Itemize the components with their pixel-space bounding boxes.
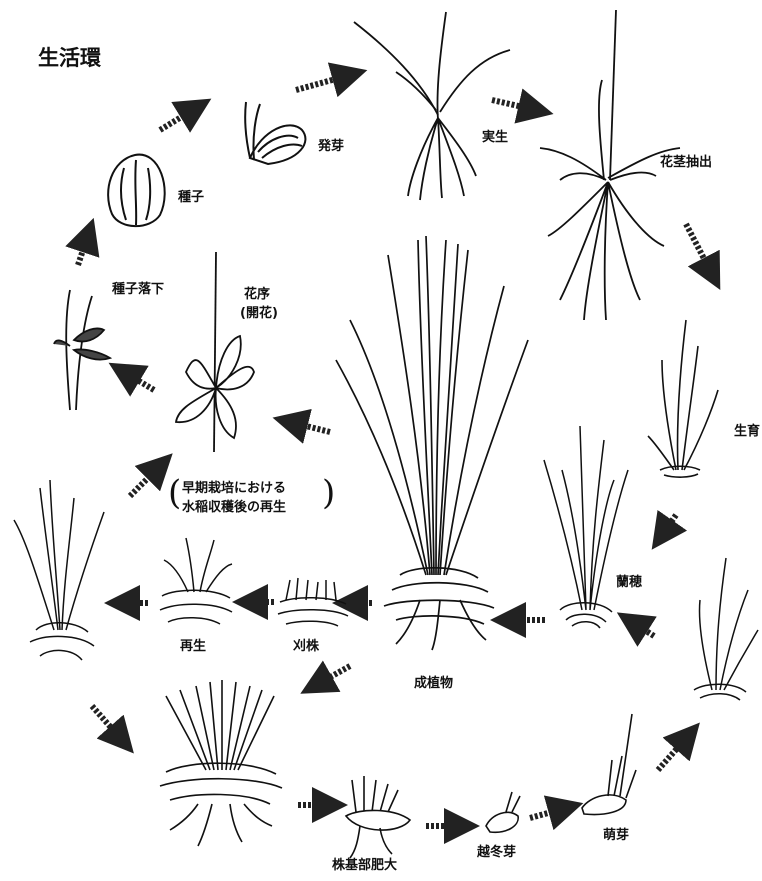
inflorescence-drawing: [176, 252, 254, 452]
label-flower-stalk: 花茎抽出: [660, 156, 712, 170]
arrow-sprout-stock-to-ear: [632, 622, 654, 636]
note-open-paren: (: [168, 476, 181, 510]
stock-plant-drawing: [14, 480, 104, 660]
arrow-growth-to-sprouting: [662, 515, 676, 535]
seed-fall-drawing: [54, 290, 110, 410]
arrow-stock-to-big-stock: [92, 706, 122, 740]
overwintering-bud-drawing: [486, 792, 520, 832]
label-seed: 種子: [178, 191, 204, 205]
label-inflorescence: 花序: [244, 288, 270, 302]
cycle-arrows: [78, 75, 712, 826]
arrow-inflorescence-to-seedfall: [124, 372, 154, 390]
label-germination: 発芽: [318, 140, 344, 154]
label-seed-fall: 種子落下: [112, 283, 164, 297]
sprouting-bud-drawing: [582, 714, 636, 814]
thickened-base-drawing: [346, 776, 410, 858]
note-ratoon: 早期栽培における 水稲収穫後の再生: [182, 480, 286, 518]
arrow-mature-to-thickening: [316, 666, 350, 685]
regrowth-drawing: [160, 538, 232, 624]
label-mature-plant: 成植物: [414, 677, 453, 691]
arrow-overwinter-to-sprout: [530, 808, 566, 818]
note-line-1: 早期栽培における: [182, 480, 286, 499]
label-growth: 生育: [734, 425, 760, 439]
label-regrowth: 再生: [180, 640, 206, 654]
seed-drawing: [108, 155, 165, 227]
arrow-germination-to-seedling: [296, 75, 350, 90]
flower-stalk-drawing: [540, 10, 680, 320]
ear-sprout-drawing: [544, 426, 628, 628]
sprouting-plant-drawing: [694, 558, 758, 700]
arrow-stock-to-inflorescence: [130, 466, 160, 496]
label-seedling: 実生: [482, 131, 508, 145]
large-stock-drawing: [160, 680, 282, 846]
growth-drawing: [648, 320, 718, 477]
note-close-paren: ): [322, 476, 335, 510]
seedling-drawing: [354, 12, 510, 200]
label-stock-base-thickening: 株基部肥大: [332, 859, 397, 873]
mature-plant-drawing: [336, 236, 528, 650]
label-flowering: (開花): [240, 307, 278, 321]
label-cut-stock: 刈株: [293, 640, 319, 654]
label-ear-sprout: 蘭穂: [616, 576, 642, 590]
arrow-flower-stalk-to-growth: [686, 224, 712, 274]
label-overwintering-bud: 越冬芽: [477, 846, 516, 860]
label-sprouting: 萌芽: [603, 829, 629, 843]
arrow-seedling-to-flower-stalk: [492, 100, 536, 110]
arrow-sprout-to-growth-2: [658, 736, 688, 770]
germination-drawing: [245, 102, 305, 164]
diagram-title: 生活環: [38, 47, 101, 70]
cut-stock-drawing: [278, 578, 348, 626]
arrow-seedfall-to-seed: [78, 235, 88, 265]
note-line-2: 水稲収穫後の再生: [182, 499, 286, 518]
arrow-seed-to-germination: [160, 108, 196, 130]
arrow-mature-to-inflorescence: [290, 422, 330, 432]
